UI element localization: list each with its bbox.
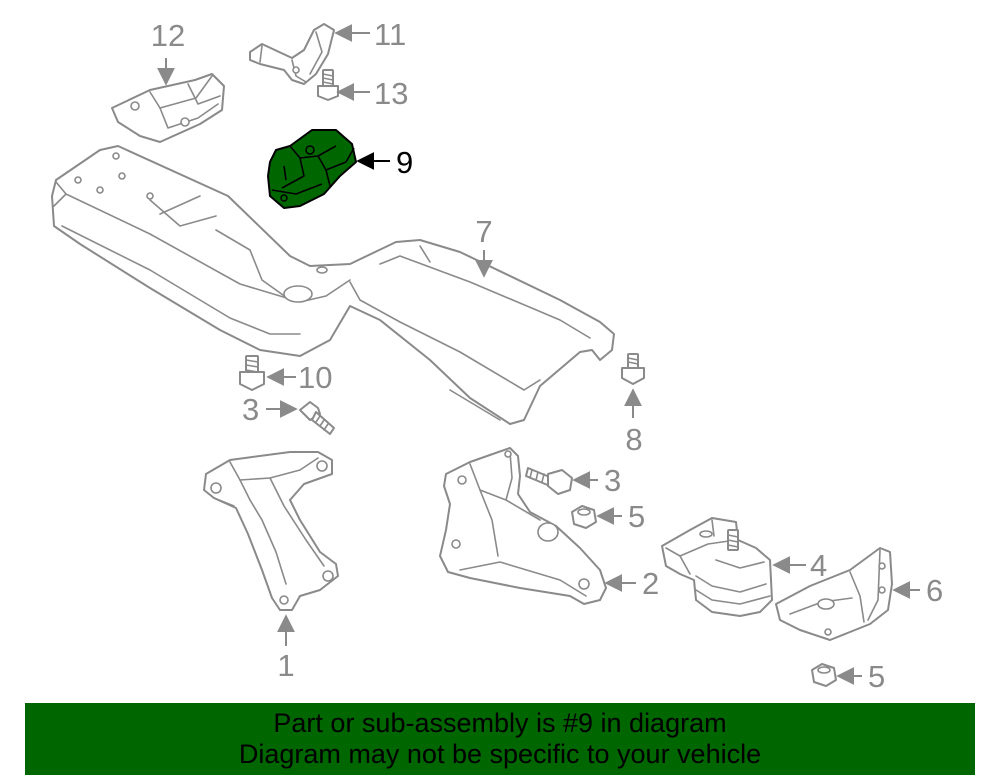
callout-10: 10 [298,360,332,395]
callout-6: 6 [926,573,943,608]
part-6-bracket [775,547,893,641]
callout-3-left: 3 [242,392,259,427]
part-8-bolt [621,353,645,385]
callout-2: 2 [642,566,659,601]
callout-7: 7 [475,214,492,249]
part-1-bracket [203,451,339,611]
part-2-bracket [439,447,607,605]
part-12-bracket [111,73,225,143]
part-11-strap [249,23,335,85]
part-13-bolt [317,69,339,101]
part-3-bolt-right [525,467,573,495]
part-3-bolt-left [299,401,335,435]
callout-11: 11 [374,17,406,52]
callout-12: 12 [151,18,185,53]
parts-diagram: 12 11 13 9 7 10 3 8 3 5 4 2 6 1 5 [51,17,943,694]
footer-line-1: Part or sub-assembly is #9 in diagram [273,708,727,738]
part-9-transmission-mount [267,129,357,209]
callout-5-upper: 5 [628,499,645,534]
part-5-nut-lower [811,663,837,687]
footer-banner: Part or sub-assembly is #9 in diagram Di… [25,703,975,775]
part-7-crossmember [51,145,615,425]
callout-3-right: 3 [604,463,621,498]
footer-line-2: Diagram may not be specific to your vehi… [238,739,762,769]
callout-13: 13 [374,76,408,111]
part-10-bolt [239,355,265,391]
callout-4: 4 [810,548,827,583]
part-4-engine-mount [661,517,773,617]
callout-8: 8 [625,422,642,457]
part-5-nut-upper [571,505,597,529]
callout-9: 9 [396,145,413,180]
callout-1: 1 [277,648,294,683]
callout-5-lower: 5 [868,659,885,694]
